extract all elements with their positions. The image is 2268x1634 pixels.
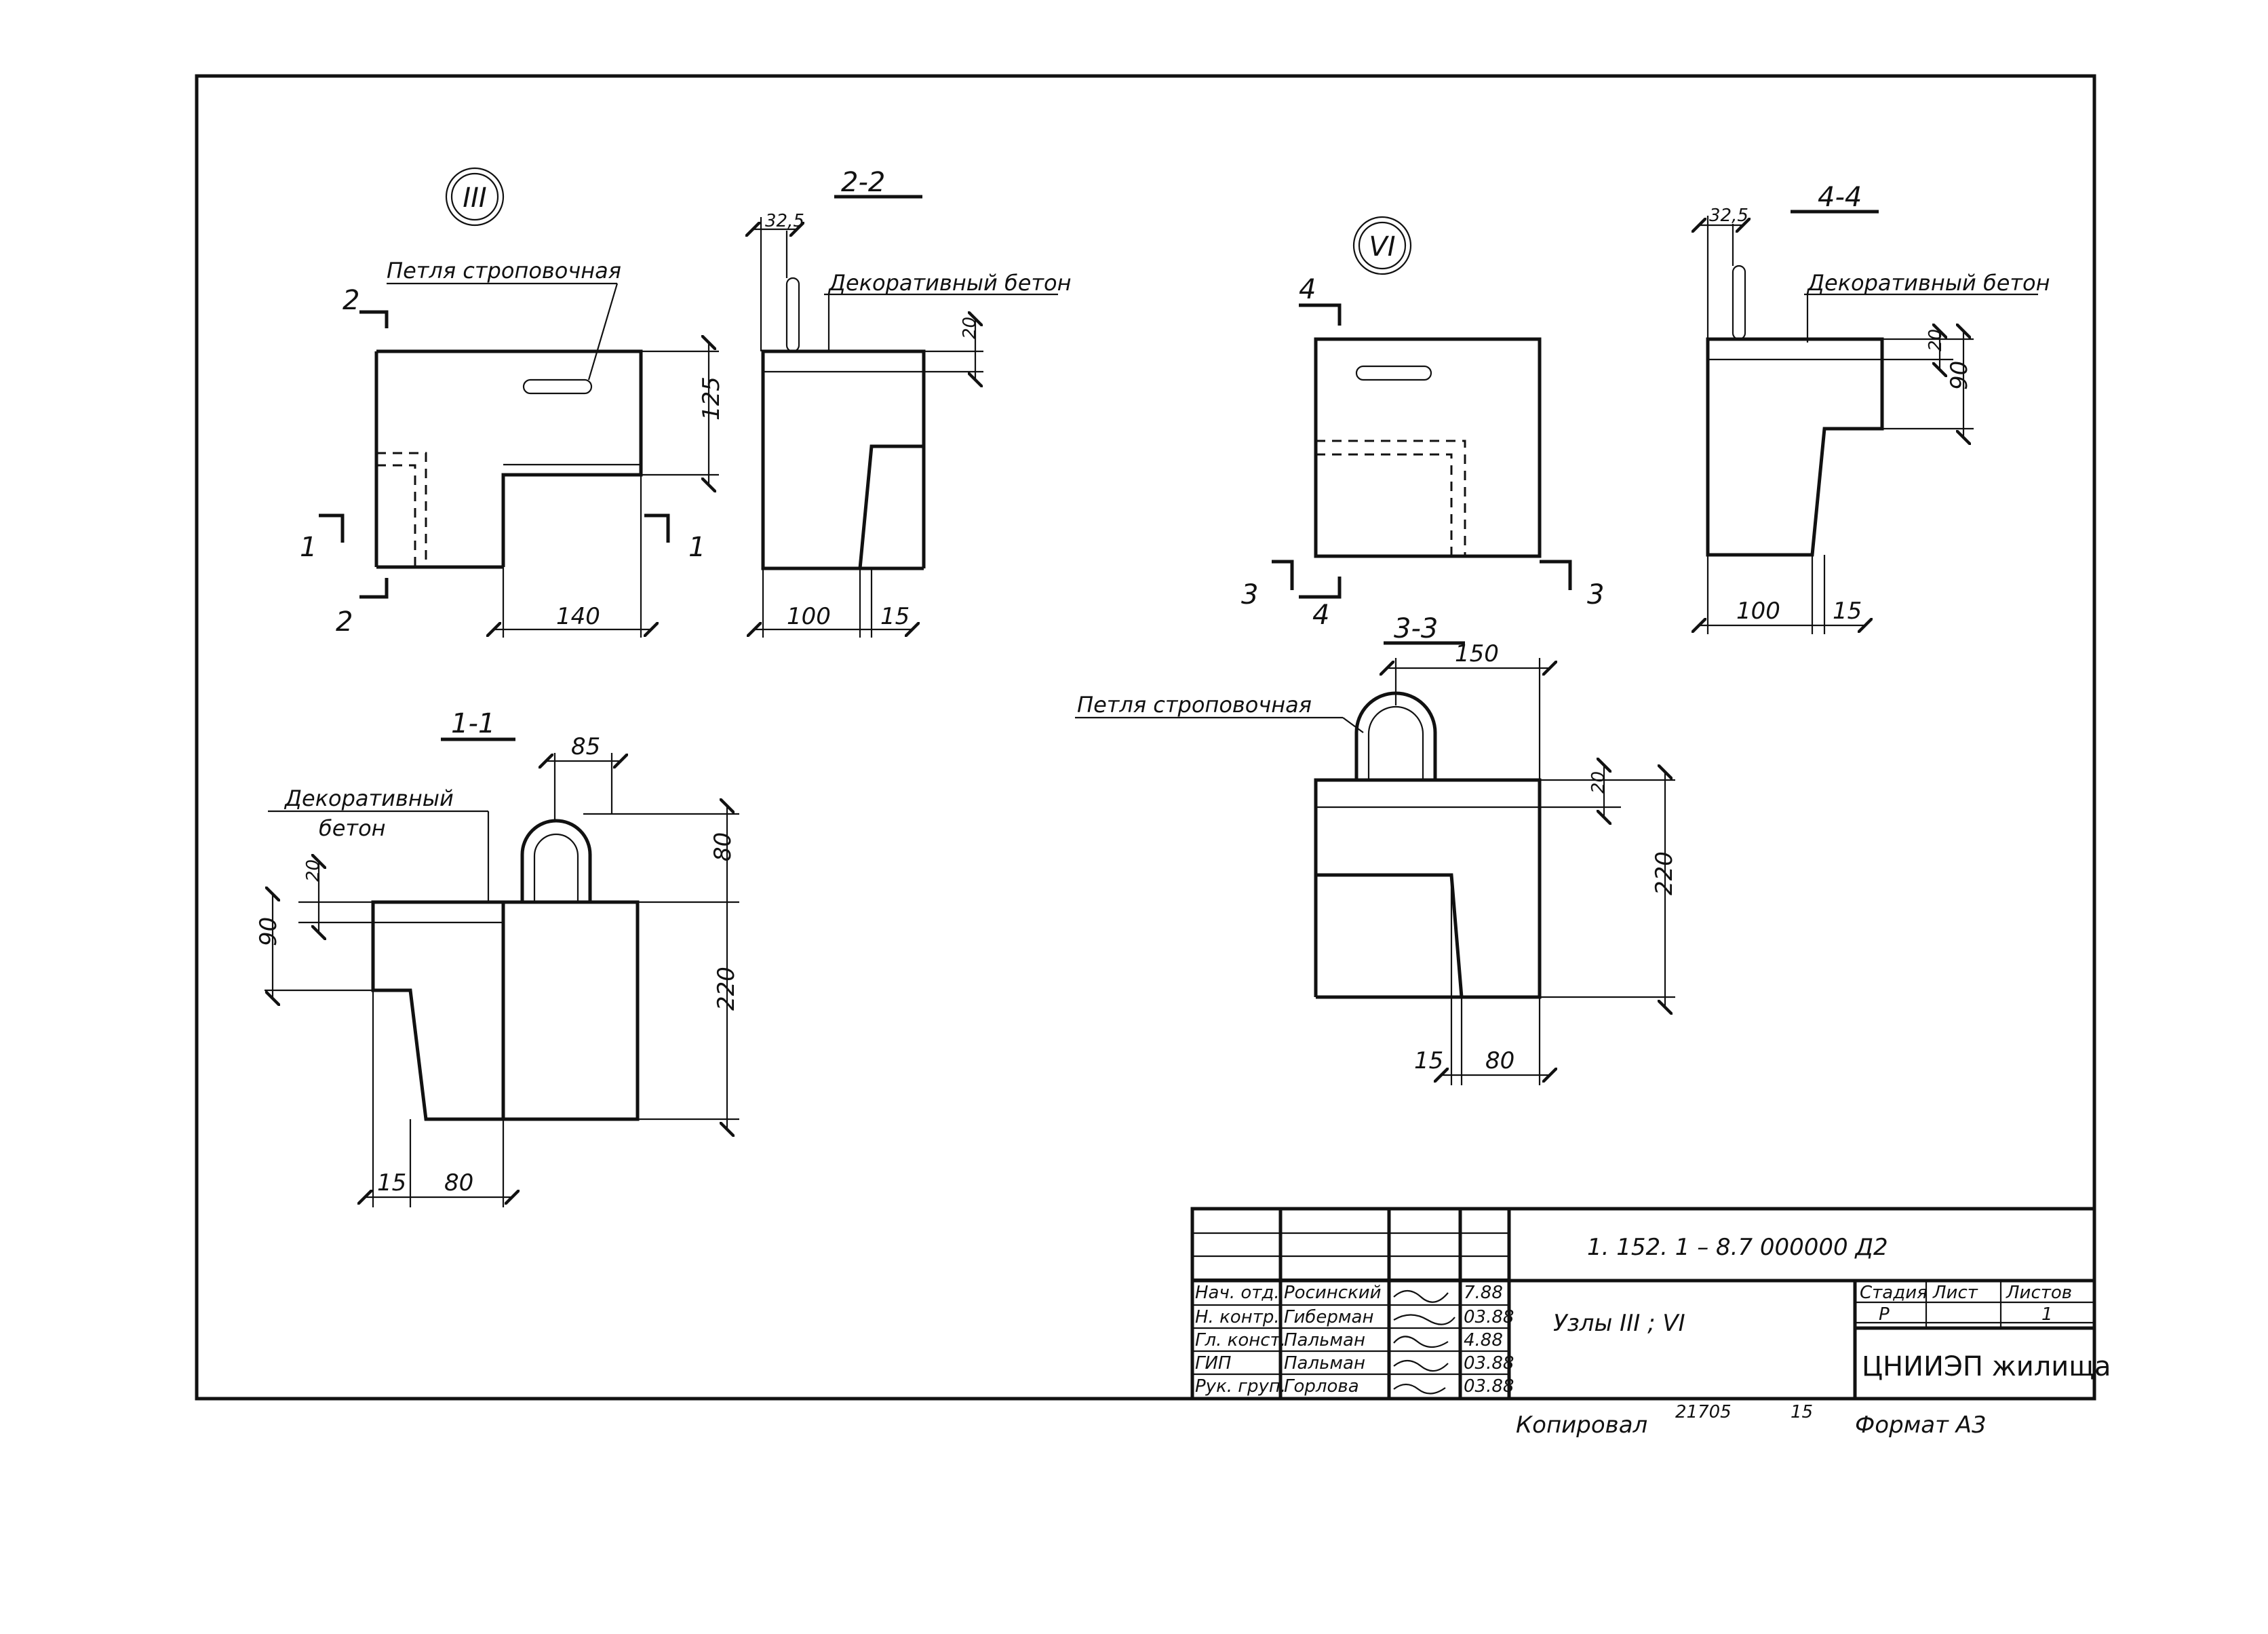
col-sheets: Листов [2006,1283,2072,1303]
section-2-2-label: Декоративный бетон [827,270,1072,296]
dim-1-1-step: 90 [255,917,282,946]
svg-text:1: 1 [688,532,705,563]
organization: ЦНИИЭП жилища [1862,1351,2111,1382]
role-0: Нач. отд. [1195,1283,1280,1303]
svg-text:2: 2 [343,285,359,316]
node-marker-vi [1352,216,1412,275]
copy-sheet: 15 [1791,1402,1813,1422]
node-vi: VI 4 4 3 3 [1241,216,1604,631]
node-marker-iii [445,167,505,227]
section-3-3-label: Петля строповочная [1077,692,1312,718]
node-marker-vi-text: VI [1369,231,1395,262]
name-2: Пальман [1284,1330,1365,1350]
dim-3-3-width: 80 [1485,1047,1514,1074]
date-3: 03.88 [1464,1353,1514,1374]
sheet-frame [195,74,2096,1401]
svg-text:3: 3 [1241,579,1258,610]
sheet-title: Узлы III ; VI [1553,1310,1685,1337]
dim-4-4-step: 90 [1946,361,1973,390]
copy-number: 21705 [1675,1402,1732,1422]
date-4: 03.88 [1464,1376,1514,1397]
name-0: Росинский [1284,1283,1382,1303]
section-1-1-label-a: Декоративный [284,785,454,811]
section-2-2: 2-2 Декоративный бетон 32,5 20 100 15 [753,167,1072,638]
copied-by: Копировал [1516,1412,1647,1439]
format: Формат А3 [1855,1412,1987,1439]
dim-4-4-layer: 20 [1925,329,1946,351]
dim-1-1-loop-width: 85 [571,733,600,760]
dim-iii-width: 140 [556,603,600,630]
dim-2-2-top: 32,5 [765,211,804,231]
role-4: Рук. груп. [1195,1376,1286,1397]
name-1: Гиберман [1284,1307,1373,1327]
dim-4-4-width: 100 [1736,598,1780,625]
name-3: Пальман [1284,1353,1365,1374]
dim-2-2-width: 100 [787,603,831,630]
col-sheet: Лист [1932,1283,1978,1303]
svg-text:1: 1 [300,532,317,563]
date-0: 7.88 [1464,1283,1503,1303]
section-4-4: 4-4 Декоративный бетон 32,5 20 90 100 15 [1699,182,2050,634]
dim-2-2-layer: 20 [960,317,980,339]
role-3: ГИП [1195,1353,1232,1374]
dim-1-1-loop-height: 80 [709,832,737,861]
section-1-1: 1-1 Декоративный бетон 85 80 220 20 90 [255,708,740,1207]
dim-4-4-offset: 15 [1833,598,1862,625]
date-2: 4.88 [1464,1330,1503,1350]
node-iii: III Петля строповочная 2 2 1 1 125 140 [300,167,725,638]
role-1: Н. контр. [1195,1307,1280,1327]
val-stage: Р [1879,1304,1890,1325]
name-4: Горлова [1284,1376,1359,1397]
title-block: 1. 152. 1 – 8.7 000000 Д2 Узлы III ; VI … [1190,1207,2111,1401]
section-1-1-title: 1-1 [451,708,495,739]
dim-2-2-offset: 15 [880,603,910,630]
section-3-3-title: 3-3 [1394,613,1438,644]
section-2-2-title: 2-2 [841,167,885,198]
section-1-1-label-b: бетон [319,815,386,841]
section-3-3: 3-3 Петля строповочная 150 20 220 15 80 [1075,613,1678,1085]
dim-3-3-layer: 20 [1588,771,1609,794]
svg-text:4: 4 [1312,600,1329,631]
dim-3-3-height: 220 [1651,851,1678,895]
dim-4-4-top: 32,5 [1709,206,1748,226]
dim-1-1-width: 80 [444,1169,473,1197]
dim-3-3-loop-width: 150 [1455,640,1499,667]
date-1: 03.88 [1464,1307,1514,1327]
dim-3-3-offset: 15 [1414,1047,1443,1074]
dim-1-1-offset: 15 [377,1169,406,1197]
svg-text:4: 4 [1299,274,1316,305]
dim-1-1-layer: 20 [303,859,324,882]
section-4-4-label: Декоративный бетон [1806,270,2050,296]
document-code: 1. 152. 1 – 8.7 000000 Д2 [1587,1234,1888,1261]
node-marker-iii-text: III [463,182,486,214]
svg-text:3: 3 [1587,579,1604,610]
dim-1-1-height: 220 [713,967,740,1011]
col-stage: Стадия [1860,1283,1928,1303]
section-4-4-title: 4-4 [1818,182,1862,213]
dim-iii-height: 125 [698,376,725,421]
role-2: Гл. конст. [1195,1330,1286,1350]
val-sheets: 1 [2041,1304,2053,1325]
svg-text:2: 2 [336,606,353,638]
loop-label-iii: Петля строповочная [387,258,621,284]
